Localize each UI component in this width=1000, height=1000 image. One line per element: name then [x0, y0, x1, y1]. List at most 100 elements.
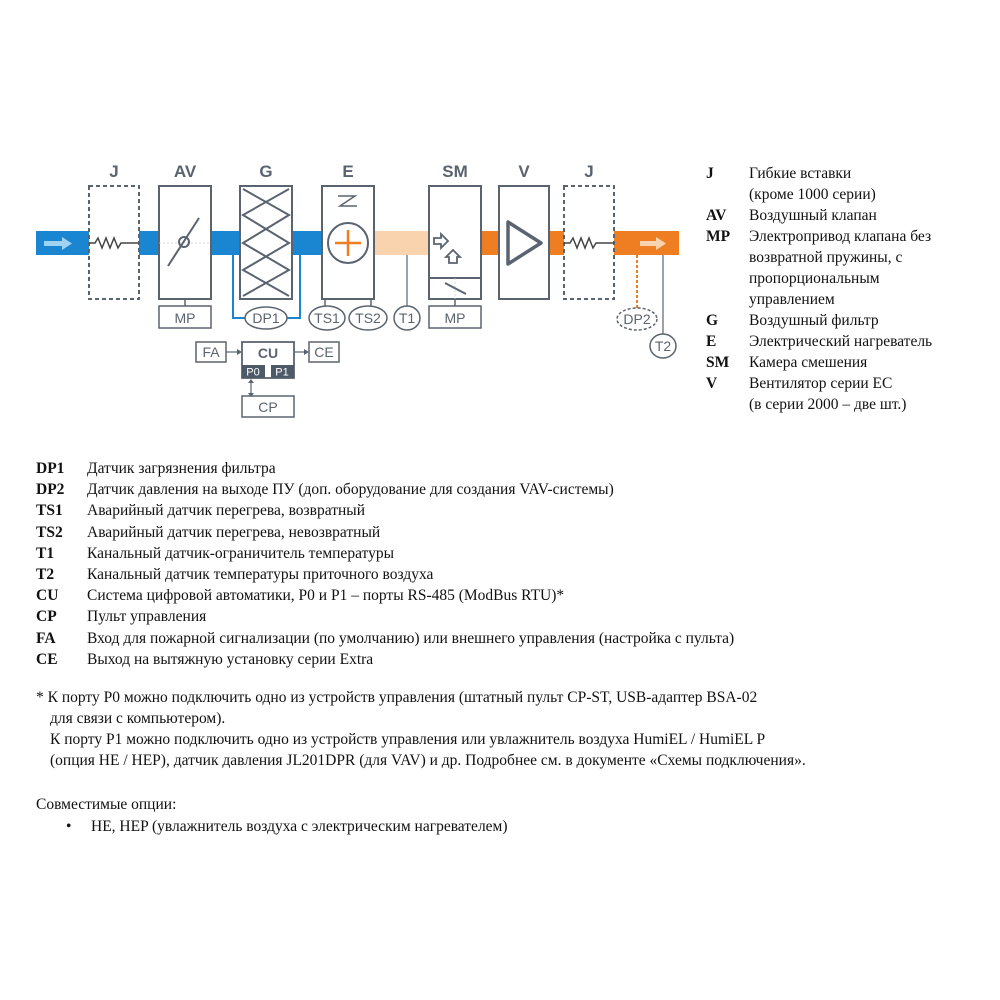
- compatible-options-list: • HE, HEP (увлажнитель воздуха с электри…: [36, 816, 508, 837]
- damper-blade-icon: [167, 217, 200, 267]
- component-legend-row: SM Камера смешения: [706, 352, 996, 373]
- sensor-t2: [649, 333, 677, 359]
- component-legend-key: MP: [706, 228, 731, 245]
- component-label-av: AV: [174, 162, 197, 181]
- extra-output-ce: [308, 341, 340, 363]
- sensor-ts1: [308, 305, 346, 331]
- cu-label: CU: [258, 345, 278, 361]
- sensor-legend-text: Выход на вытяжную установку серии Extra: [87, 650, 374, 668]
- control-unit-block: FA CU P0 P1 CE CP: [195, 341, 340, 418]
- component-label-sm: SM: [442, 162, 468, 181]
- arrow-up-icon: [443, 248, 463, 264]
- sensor-legend-row: CE Выход на вытяжную установку серии Extr…: [36, 649, 734, 670]
- component-legend-text: возвратной пружины, с: [749, 249, 903, 266]
- air-valve-av: [158, 185, 212, 306]
- sensor-legend-key: TS1: [36, 502, 63, 520]
- sensor-t1: [393, 305, 421, 331]
- component-legend-key: [706, 394, 749, 415]
- sensor-legend-key: CE: [36, 650, 58, 668]
- duct-av-g: [211, 231, 240, 255]
- sensor-legend-text: Пульт управления: [87, 608, 207, 626]
- duct: [36, 231, 679, 255]
- sensor-legend-text: Канальный датчик-ограничитель температур…: [87, 544, 395, 562]
- component-legend-key: SM: [706, 354, 730, 371]
- sensor-legend-key: FA: [36, 629, 56, 647]
- sensor-ts1-label: TS1: [314, 310, 340, 326]
- filter-pleats-icon: [241, 188, 292, 297]
- sensor-legend-text: Канальный датчик температуры приточного …: [87, 566, 434, 584]
- component-legend-text: Электропривод клапана без: [749, 228, 932, 245]
- sensor-legend-text: Датчик давления на выходе ПУ (доп. обору…: [87, 481, 614, 499]
- component-legend-text: Электрический нагреватель: [749, 333, 933, 350]
- fa-label: FA: [202, 344, 220, 360]
- footnote-line: для связи с компьютером).: [50, 710, 226, 727]
- sensor-dp1-label: DP1: [252, 310, 279, 326]
- component-legend-text: Гибкие вставки: [749, 165, 852, 182]
- air-filter-g: [239, 185, 293, 300]
- duct-e-sm: [374, 231, 429, 255]
- component-label-j2: J: [584, 162, 593, 181]
- ventilation-unit-diagram: J AV G E SM V J MP DP1 T: [36, 162, 679, 418]
- component-legend-text: Вентилятор серии EC: [749, 375, 893, 392]
- control-panel-cp: [241, 395, 295, 418]
- component-label-g: G: [259, 162, 272, 181]
- port-p0: [242, 365, 265, 378]
- cp-label: CP: [258, 399, 277, 415]
- fan-v: [498, 185, 550, 300]
- component-legend-text: управлением: [749, 291, 835, 308]
- component-legend-row: пропорциональным: [706, 268, 996, 289]
- component-legend-key: [706, 247, 749, 268]
- dp1-tube: [232, 255, 246, 319]
- sensor-legend-text: Вход для пожарной сигнализации (по умолч…: [87, 629, 735, 647]
- sensor-legend-text: Система цифровой автоматики, P0 и P1 – п…: [87, 587, 565, 605]
- port-p1: [271, 365, 294, 378]
- component-label-j1: J: [109, 162, 118, 181]
- component-legend-row: возвратной пружины, с: [706, 247, 996, 268]
- footnote-line: (опция HE / HEP), датчик давления JL201D…: [50, 752, 806, 769]
- component-legend-key: J: [706, 165, 714, 182]
- component-legend-text: (в серии 2000 – две шт.): [749, 396, 907, 413]
- component-legend-row: MP Электропривод клапана без: [706, 226, 996, 247]
- footnote-line: К порту P1 можно подключить одно из устр…: [50, 731, 766, 748]
- spring-icon: [89, 235, 139, 251]
- component-label-e: E: [342, 162, 353, 181]
- actuator-mp-2: [428, 305, 482, 329]
- ce-label: CE: [314, 344, 333, 360]
- flexible-insert-j2: [563, 185, 615, 300]
- component-legend-row: управлением: [706, 289, 996, 310]
- duct-j1-av: [139, 231, 159, 255]
- sensor-legend-text: Датчик загрязнения фильтра: [87, 460, 276, 477]
- component-legend-key: [706, 289, 749, 310]
- list-item: • HE, HEP (увлажнитель воздуха с электри…: [66, 816, 508, 837]
- duct-sm-v: [481, 231, 499, 255]
- actuator-mp-1: [158, 305, 212, 329]
- component-legend-text: Камера смешения: [749, 354, 868, 371]
- sensor-ts2-label: TS2: [355, 310, 381, 326]
- component-legend-text: пропорциональным: [749, 270, 880, 287]
- arrow-right-icon: [433, 231, 450, 251]
- airflow-in-arrow-icon: [44, 237, 72, 250]
- component-label-v: V: [518, 162, 530, 181]
- component-legend-key: [706, 268, 749, 289]
- component-legend-key: G: [706, 312, 719, 329]
- sensor-dp2: [616, 307, 658, 331]
- duct-g-e: [292, 231, 322, 255]
- actuator-mp-1-label: MP: [175, 310, 196, 326]
- sensor-legend-text: Аварийный датчик перегрева, невозвратный: [87, 523, 381, 541]
- duct-v-j2: [549, 231, 564, 255]
- footnote-line: * К порту P0 можно подключить одно из ус…: [36, 689, 758, 706]
- compatible-options-title: Совместимые опции:: [36, 796, 177, 813]
- sensor-t1-label: T1: [399, 310, 416, 326]
- p0-label: P0: [246, 367, 259, 379]
- actuator-mp-2-label: MP: [445, 310, 466, 326]
- bullet-icon: •: [66, 818, 72, 835]
